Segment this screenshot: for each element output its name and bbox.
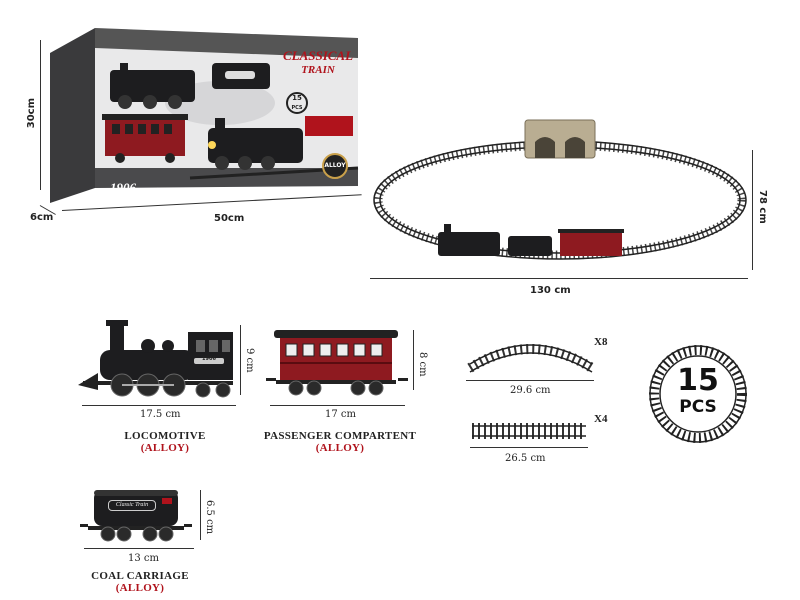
locomotive-length-line: [82, 405, 236, 406]
straight-track-length: 26.5 cm: [505, 453, 546, 464]
curved-track-qty: X8: [594, 336, 608, 348]
coal-carriage-image: Classic Train: [80, 486, 192, 544]
layout-height-line: [752, 150, 753, 270]
passenger-height-line: [413, 330, 414, 390]
passenger-height-label: 8 cm: [417, 352, 428, 377]
locomotive-material: (ALLOY): [140, 442, 190, 454]
box-title-line1: CLASSICAL: [282, 48, 354, 63]
passenger-caption: PASSENGER COMPARTENT (ALLOY): [250, 430, 430, 454]
layout-height-label: 78 cm: [757, 190, 768, 224]
coal-length-line: [84, 548, 194, 549]
layout-width-line: [370, 278, 748, 279]
pieces-count: 15: [677, 363, 719, 398]
coal-height-line: [200, 490, 201, 540]
alloy-badge: ALLOY: [322, 153, 348, 179]
coal-height-label: 6.5 cm: [204, 500, 215, 535]
box-width-label: 50cm: [214, 213, 245, 224]
layout-width-label: 130 cm: [530, 285, 571, 296]
passenger-length-label: 17 cm: [325, 409, 356, 420]
curved-track-image: [466, 338, 596, 378]
locomotive-plate: 1906: [202, 356, 216, 362]
passenger-image: [266, 328, 408, 398]
passenger-length-line: [270, 405, 405, 406]
straight-track-qty: X4: [594, 413, 608, 425]
box-depth-label: 6cm: [30, 212, 54, 223]
locomotive-caption: LOCOMOTIVE (ALLOY): [90, 430, 240, 454]
curved-track-length: 29.6 cm: [510, 385, 551, 396]
box-title: CLASSICAL TRAIN: [278, 48, 358, 76]
locomotive-height-label: 9 cm: [244, 348, 255, 373]
passenger-name: PASSENGER COMPARTENT: [263, 430, 417, 442]
locomotive-image: 1906: [78, 318, 236, 400]
curved-track-line: [466, 380, 594, 381]
coal-carriage-plate: Classic Train: [108, 500, 156, 511]
box-pcs-badge: 15 PCS: [286, 92, 308, 114]
coal-name: COAL CARRIAGE: [91, 570, 189, 582]
coal-length-label: 13 cm: [128, 553, 159, 564]
coal-material: (ALLOY): [115, 582, 165, 594]
box-height-line: [40, 40, 41, 190]
locomotive-name: LOCOMOTIVE: [124, 430, 206, 442]
pieces-badge: 15 PCS: [648, 344, 748, 444]
straight-track-image: [470, 420, 588, 442]
box-year: 1906: [110, 180, 136, 195]
track-layout: [370, 110, 750, 280]
product-box: CLASSICAL TRAIN 15 PCS ALLOY 1906 THE LE…: [40, 18, 360, 208]
pieces-unit: PCS: [679, 397, 717, 417]
passenger-material: (ALLOY): [315, 442, 365, 454]
straight-track-line: [470, 447, 588, 448]
locomotive-length-label: 17.5 cm: [140, 409, 181, 420]
box-pcs-unit: PCS: [291, 105, 303, 111]
coal-caption: COAL CARRIAGE (ALLOY): [80, 570, 200, 594]
box-pcs-count: 15: [292, 94, 302, 102]
locomotive-height-line: [240, 325, 241, 395]
box-title-line2: TRAIN: [301, 64, 335, 76]
box-tagline: THE LEGEND OF THE CENTURY: [102, 195, 164, 200]
box-height-label: 30cm: [26, 98, 37, 129]
